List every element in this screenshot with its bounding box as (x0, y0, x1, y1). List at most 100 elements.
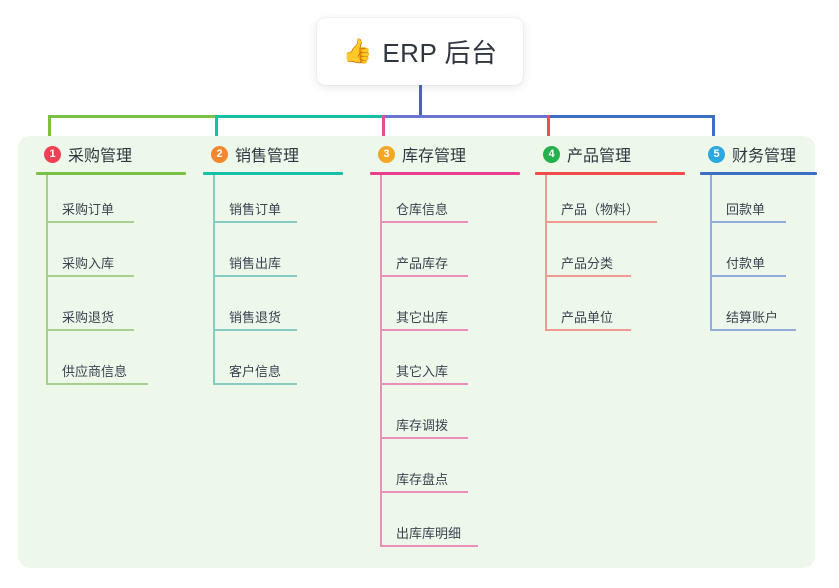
branch-item-list-product: 产品（物料）产品分类产品单位 (535, 175, 685, 337)
list-item-label: 产品单位 (561, 310, 614, 325)
thumbs-up-icon: 👍 (342, 37, 373, 65)
list-item[interactable]: 回款单 (700, 175, 817, 229)
branch-underline-finance (700, 172, 817, 175)
branch-number-badge: 1 (44, 145, 61, 163)
list-item[interactable]: 销售出库 (203, 229, 343, 283)
list-item[interactable]: 出库库明细 (370, 499, 520, 553)
connector-seg-2-3 (215, 115, 385, 118)
list-item-underline (46, 383, 148, 385)
list-item[interactable]: 结算账户 (700, 283, 817, 337)
branch-number-badge: 4 (543, 145, 560, 163)
branch-underline-inventory (370, 172, 520, 175)
branch-spine (380, 175, 382, 547)
list-item-underline (380, 275, 468, 277)
list-item-underline (213, 329, 297, 331)
branch-header-sales[interactable]: 2 销售管理 (203, 142, 343, 166)
trunk-line (419, 85, 422, 118)
list-item-label: 销售出库 (229, 256, 282, 271)
branch-item-list-inventory: 仓库信息产品库存其它出库其它入库库存调拨库存盘点出库库明细 (370, 175, 520, 553)
list-item-underline (545, 221, 657, 223)
list-item-underline (213, 383, 297, 385)
connector-seg-1-2 (48, 115, 218, 118)
branch-item-list-finance: 回款单付款单结算账户 (700, 175, 817, 337)
list-item[interactable]: 供应商信息 (36, 337, 186, 391)
branch-column-sales[interactable]: 2 销售管理销售订单销售出库销售退货客户信息 (203, 142, 343, 391)
connector-drop-purchase (48, 115, 51, 148)
branch-number-badge: 2 (211, 145, 228, 163)
connector-drop-product (547, 115, 550, 148)
list-item-underline (710, 275, 786, 277)
list-item-label: 回款单 (726, 202, 766, 217)
branch-column-inventory[interactable]: 3 库存管理仓库信息产品库存其它出库其它入库库存调拨库存盘点出库库明细 (370, 142, 520, 553)
list-item[interactable]: 其它出库 (370, 283, 520, 337)
branch-underline-product (535, 172, 685, 175)
branch-spine (46, 175, 48, 385)
list-item-underline (213, 221, 297, 223)
connector-drop-sales (215, 115, 218, 148)
list-item[interactable]: 客户信息 (203, 337, 343, 391)
list-item[interactable]: 产品分类 (535, 229, 685, 283)
list-item-label: 其它入库 (396, 364, 449, 379)
list-item-underline (46, 329, 134, 331)
list-item-label: 付款单 (726, 256, 766, 271)
list-item-underline (46, 221, 134, 223)
list-item-underline (380, 545, 478, 547)
branch-spine (710, 175, 712, 331)
list-item-underline (213, 275, 297, 277)
list-item-underline (545, 275, 631, 277)
list-item[interactable]: 产品单位 (535, 283, 685, 337)
branch-header-purchase[interactable]: 1 采购管理 (36, 142, 186, 166)
list-item[interactable]: 采购退货 (36, 283, 186, 337)
list-item[interactable]: 仓库信息 (370, 175, 520, 229)
list-item-label: 采购入库 (62, 256, 115, 271)
list-item-underline (545, 329, 631, 331)
branch-number-badge: 3 (378, 145, 395, 163)
branch-underline-purchase (36, 172, 186, 175)
branch-title: 销售管理 (235, 148, 300, 165)
list-item-underline (710, 329, 796, 331)
branch-item-list-purchase: 采购订单采购入库采购退货供应商信息 (36, 175, 186, 391)
branch-panel (18, 136, 815, 568)
list-item-label: 其它出库 (396, 310, 449, 325)
list-item[interactable]: 库存盘点 (370, 445, 520, 499)
list-item-label: 出库库明细 (396, 526, 462, 541)
root-node-card[interactable]: 👍 ERP 后台 (317, 18, 523, 85)
list-item-underline (380, 329, 468, 331)
branch-spine (213, 175, 215, 385)
list-item[interactable]: 销售退货 (203, 283, 343, 337)
list-item[interactable]: 库存调拨 (370, 391, 520, 445)
list-item-label: 客户信息 (229, 364, 282, 379)
branch-title: 财务管理 (732, 148, 797, 165)
list-item-label: 采购退货 (62, 310, 115, 325)
connector-drop-inventory (382, 115, 385, 148)
list-item-label: 产品库存 (396, 256, 449, 271)
list-item[interactable]: 付款单 (700, 229, 817, 283)
list-item[interactable]: 其它入库 (370, 337, 520, 391)
list-item-underline (380, 221, 468, 223)
list-item[interactable]: 销售订单 (203, 175, 343, 229)
list-item[interactable]: 产品库存 (370, 229, 520, 283)
list-item-label: 库存调拨 (396, 418, 449, 433)
branch-title: 采购管理 (68, 148, 133, 165)
list-item-underline (710, 221, 786, 223)
list-item-label: 采购订单 (62, 202, 115, 217)
list-item-underline (380, 383, 468, 385)
branch-spine (545, 175, 547, 331)
branch-column-purchase[interactable]: 1 采购管理采购订单采购入库采购退货供应商信息 (36, 142, 186, 391)
list-item[interactable]: 采购订单 (36, 175, 186, 229)
branch-title: 库存管理 (402, 148, 467, 165)
branch-header-inventory[interactable]: 3 库存管理 (370, 142, 520, 166)
list-item-label: 销售订单 (229, 202, 282, 217)
list-item[interactable]: 采购入库 (36, 229, 186, 283)
list-item-label: 库存盘点 (396, 472, 449, 487)
connector-seg-4-5 (547, 115, 715, 118)
connector-drop-finance (712, 115, 715, 148)
list-item[interactable]: 产品（物料） (535, 175, 685, 229)
list-item-label: 仓库信息 (396, 202, 449, 217)
branch-item-list-sales: 销售订单销售出库销售退货客户信息 (203, 175, 343, 391)
